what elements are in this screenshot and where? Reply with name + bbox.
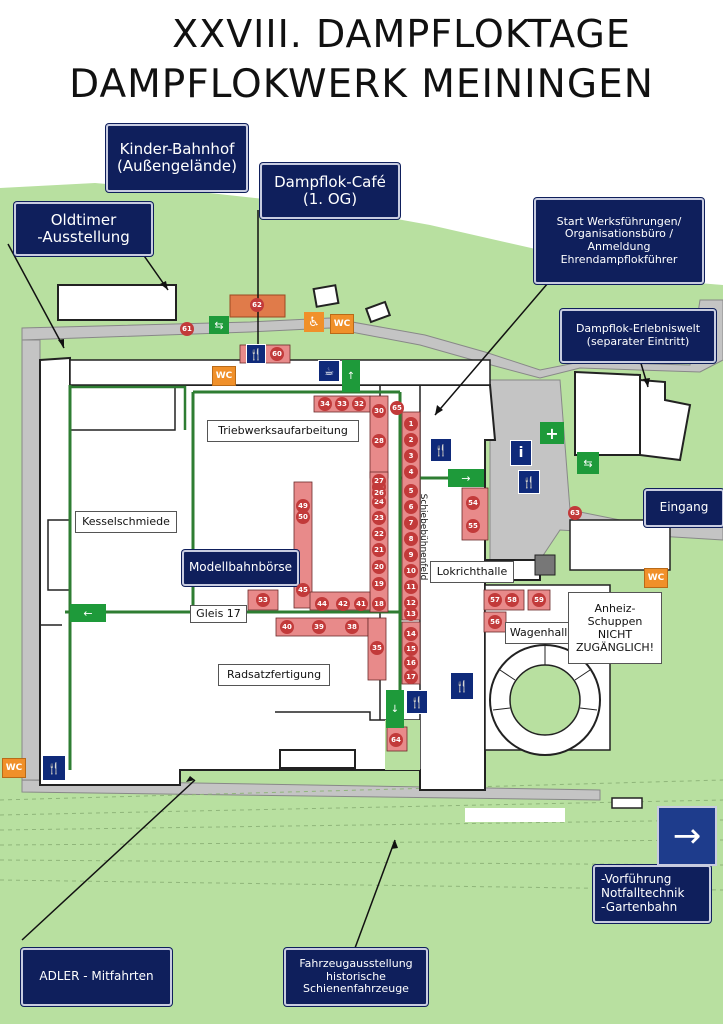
stand-badge-26: 26 bbox=[372, 486, 386, 500]
stand-badge-50: 50 bbox=[296, 510, 310, 524]
stand-badge-16: 16 bbox=[404, 656, 418, 670]
stand-badge-23: 23 bbox=[372, 511, 386, 525]
stand-badge-8: 8 bbox=[404, 532, 418, 546]
callout-modellbahnboerse: Modellbahnbörse bbox=[182, 550, 299, 586]
arrow-right-icon: → bbox=[657, 806, 717, 866]
stand-badge-2: 2 bbox=[404, 433, 418, 447]
stand-badge-19: 19 bbox=[372, 577, 386, 591]
stand-badge-35: 35 bbox=[370, 641, 384, 655]
label-triebwerk: Triebwerksaufarbeitung bbox=[207, 420, 359, 442]
stand-badge-45: 45 bbox=[296, 583, 310, 597]
fork-knife-icon-4: 🍴 bbox=[406, 690, 428, 714]
label-radsatz: Radsatzfertigung bbox=[218, 664, 330, 686]
stand-badge-13: 13 bbox=[404, 607, 418, 621]
callout-erlebniswelt: Dampflok-Erlebniswelt (separater Eintrit… bbox=[560, 309, 716, 363]
fork-knife-icon-3: 🍴 bbox=[518, 470, 540, 494]
callout-adler: ADLER - Mitfahrten bbox=[21, 948, 172, 1006]
first-aid-icon: + bbox=[540, 422, 564, 444]
stand-badge-42: 42 bbox=[336, 597, 350, 611]
stand-badge-3: 3 bbox=[404, 449, 418, 463]
wc-hall: WC bbox=[212, 366, 236, 386]
stand-badge-39: 39 bbox=[312, 620, 326, 634]
callout-fahrzeugausstellung: Fahrzeugausstellung historische Schienen… bbox=[284, 948, 428, 1006]
stand-badge-58: 58 bbox=[505, 593, 519, 607]
callout-start-werksfuehrungen: Start Werksführungen/ Organisationsbüro … bbox=[534, 198, 704, 284]
stand-badge-10: 10 bbox=[404, 564, 418, 578]
stand-badge-57: 57 bbox=[488, 593, 502, 607]
wc-right: WC bbox=[644, 568, 668, 588]
wheelchair-icon: ♿ bbox=[304, 312, 324, 332]
stand-badge-27: 27 bbox=[372, 474, 386, 488]
stand-badge-30: 30 bbox=[372, 404, 386, 418]
stand-badge-55: 55 bbox=[466, 519, 480, 533]
stand-badge-40: 40 bbox=[280, 620, 294, 634]
coffee-cup-icon: ☕ bbox=[318, 360, 340, 382]
stand-badge-22: 22 bbox=[372, 527, 386, 541]
stand-badge-11: 11 bbox=[404, 580, 418, 594]
stand-badge-41: 41 bbox=[354, 597, 368, 611]
fork-knife-icon: 🍴 bbox=[246, 344, 266, 364]
stand-badge-6: 6 bbox=[404, 500, 418, 514]
callout-kinder-bahnhof: Kinder-Bahnhof (Außengelände) bbox=[106, 124, 248, 192]
assembly-point-icon: ⇆ bbox=[209, 316, 229, 334]
stand-badge-44: 44 bbox=[315, 597, 329, 611]
stand-badge-14: 14 bbox=[404, 627, 418, 641]
stand-badge-12: 12 bbox=[404, 596, 418, 610]
stand-badge-61: 61 bbox=[180, 322, 194, 336]
stand-badge-59: 59 bbox=[532, 593, 546, 607]
callout-vorfuehrung: -Vorführung Notfalltechnik -Gartenbahn bbox=[593, 865, 711, 923]
stand-badge-63: 63 bbox=[568, 506, 582, 520]
stand-badge-65: 65 bbox=[390, 401, 404, 415]
stand-badge-32: 32 bbox=[352, 397, 366, 411]
callout-dampflok-cafe: Dampflok-Café (1. OG) bbox=[260, 163, 400, 219]
stand-badge-56: 56 bbox=[488, 615, 502, 629]
title-line-2: DAMPFLOKWERK MEININGEN bbox=[69, 62, 654, 107]
stand-badge-15: 15 bbox=[404, 642, 418, 656]
label-gleis17: Gleis 17 bbox=[190, 605, 247, 623]
stand-badge-5: 5 bbox=[404, 484, 418, 498]
stand-badge-60: 60 bbox=[270, 347, 284, 361]
emergency-exit-icon-top: ↑ bbox=[342, 360, 360, 392]
fork-knife-icon-2: 🍴 bbox=[430, 438, 452, 462]
emergency-exit-icon-bottom: ↓ bbox=[386, 690, 404, 728]
stand-badge-33: 33 bbox=[335, 397, 349, 411]
stand-badge-62: 62 bbox=[250, 298, 264, 312]
callout-eingang: Eingang bbox=[644, 489, 723, 527]
assembly-point-icon-2: ⇆ bbox=[577, 452, 599, 474]
stand-badge-38: 38 bbox=[345, 620, 359, 634]
stand-badge-4: 4 bbox=[404, 465, 418, 479]
label-anheiz: Anheiz- Schuppen NICHT ZUGÄNGLICH! bbox=[568, 592, 662, 664]
callout-pointers bbox=[7, 210, 649, 949]
stand-badge-18: 18 bbox=[372, 597, 386, 611]
stand-badge-28: 28 bbox=[372, 434, 386, 448]
stand-badge-17: 17 bbox=[404, 670, 418, 684]
info-icon: i bbox=[510, 440, 532, 466]
stand-badge-64: 64 bbox=[389, 733, 403, 747]
label-lokrichthalle: Lokrichthalle bbox=[430, 561, 514, 583]
erlebniswelt-building bbox=[574, 370, 641, 456]
emergency-exit-icon-left: ← bbox=[70, 604, 106, 622]
stand-badge-20: 20 bbox=[372, 560, 386, 574]
stand-badge-1: 1 bbox=[404, 417, 418, 431]
stand-badge-34: 34 bbox=[318, 397, 332, 411]
stand-badge-7: 7 bbox=[404, 516, 418, 530]
emergency-exit-icon-right: → bbox=[448, 469, 484, 487]
fork-knife-icon-5: 🍴 bbox=[450, 672, 474, 700]
label-kesselschmiede: Kesselschmiede bbox=[75, 511, 177, 533]
stand-badge-49: 49 bbox=[296, 499, 310, 513]
stand-badge-54: 54 bbox=[466, 496, 480, 510]
stand-badge-9: 9 bbox=[404, 548, 418, 562]
fork-knife-icon-6: 🍴 bbox=[42, 755, 66, 781]
callout-oldtimer: Oldtimer -Ausstellung bbox=[14, 202, 153, 256]
stand-badge-53: 53 bbox=[256, 593, 270, 607]
title-line-1: XXVIII. DAMPFLOKTAGE bbox=[172, 12, 631, 56]
wc-bottom-left: WC bbox=[2, 758, 26, 778]
wc-top: WC bbox=[330, 314, 354, 334]
stand-badge-21: 21 bbox=[372, 543, 386, 557]
